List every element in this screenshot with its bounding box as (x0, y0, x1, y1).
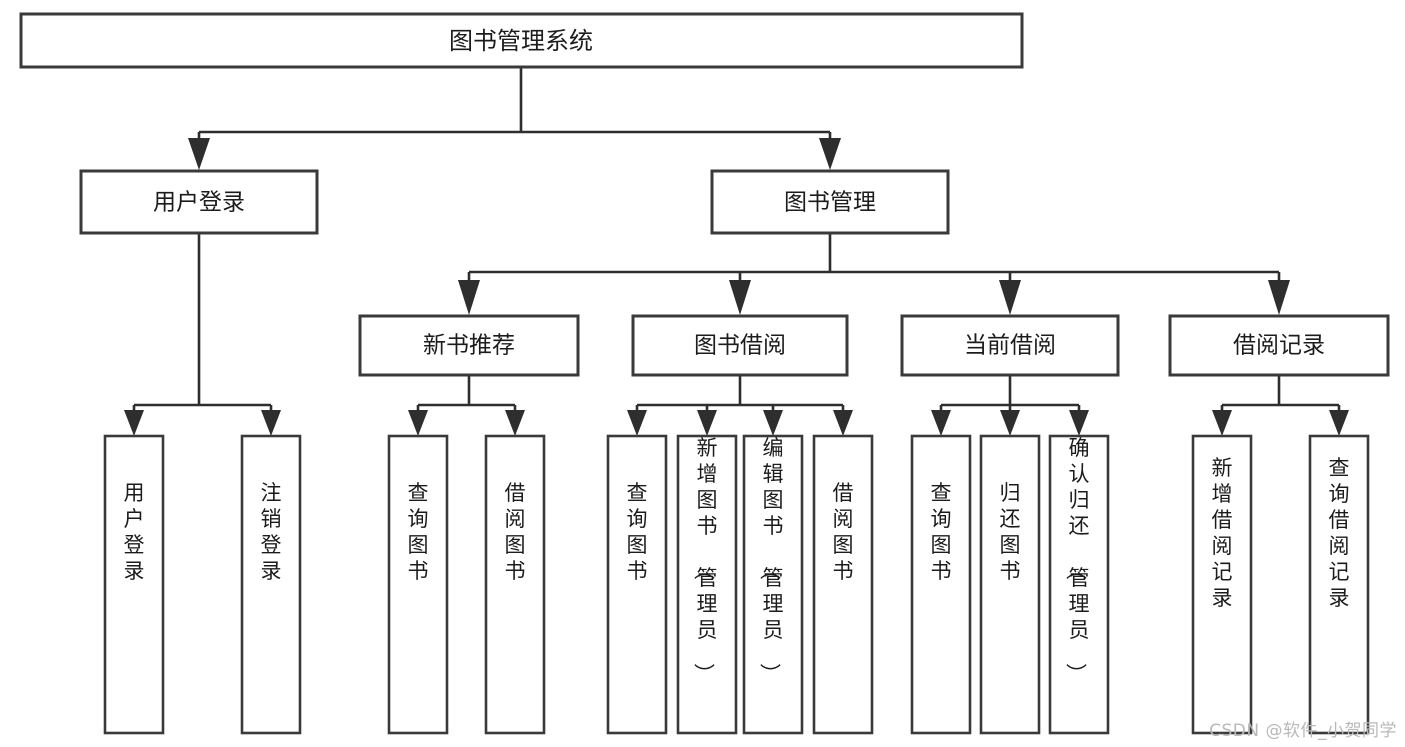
node-leaf-borrow-book-1-box[interactable] (484, 434, 546, 735)
arrow-to-leaf-query-book-3 (931, 410, 951, 436)
node-leaf-add-record[interactable]: 新增借阅记录 (1191, 434, 1253, 735)
node-leaf-borrow-book-2-label: 借阅图书 (833, 481, 854, 583)
node-leaf-query-record[interactable]: 查询借阅记录 (1308, 434, 1370, 735)
node-leaf-logout-login[interactable]: 注销登录 (240, 434, 302, 735)
arrow-to-leaf-edit-book (763, 410, 783, 436)
node-root-label: 图书管理系统 (449, 27, 593, 55)
node-leaf-user-login[interactable]: 用户登录 (103, 434, 165, 735)
node-leaf-query-book-3-box[interactable] (910, 434, 972, 735)
node-leaf-query-record-box[interactable] (1308, 434, 1370, 735)
node-new-book-recommend-label: 新书推荐 (423, 333, 515, 359)
arrow-to-user-login (188, 138, 210, 170)
node-leaf-edit-book[interactable]: 编辑图书（管理员） (742, 434, 804, 735)
node-leaf-confirm-return-label: 确认归还（管理员） (1064, 436, 1090, 684)
arrow-to-leaf-query-record (1329, 410, 1349, 436)
node-user-login[interactable]: 用户登录 (79, 169, 319, 235)
node-leaf-confirm-return-box[interactable] (1048, 434, 1110, 735)
node-leaf-borrow-book-2[interactable]: 借阅图书 (812, 434, 874, 735)
node-current-borrow-label: 当前借阅 (964, 333, 1056, 359)
node-leaf-return-book-label: 归还图书 (1000, 481, 1021, 583)
node-book-borrow-box[interactable] (631, 314, 849, 377)
node-leaf-add-book-box[interactable] (676, 434, 738, 735)
node-leaf-query-book-1[interactable]: 查询图书 (387, 434, 449, 735)
node-leaf-logout-login-label: 注销登录 (261, 481, 282, 583)
node-current-borrow-box[interactable] (900, 314, 1120, 377)
node-root-box[interactable] (19, 12, 1024, 69)
node-leaf-borrow-book-2-box[interactable] (812, 434, 874, 735)
node-leaf-query-book-2[interactable]: 查询图书 (606, 434, 668, 735)
node-borrow-record[interactable]: 借阅记录 (1168, 314, 1390, 377)
node-book-manage[interactable]: 图书管理 (710, 169, 950, 235)
node-leaf-add-record-label: 新增借阅记录 (1212, 456, 1233, 610)
arrow-to-leaf-confirm-return (1069, 410, 1089, 436)
node-borrow-record-label: 借阅记录 (1233, 333, 1325, 359)
node-leaf-user-login-label: 用户登录 (124, 481, 145, 583)
node-leaf-query-book-3-label: 查询图书 (931, 481, 952, 583)
arrow-to-leaf-return-book (1000, 410, 1020, 436)
node-leaf-edit-book-box[interactable] (742, 434, 804, 735)
node-book-borrow-label: 图书借阅 (694, 333, 786, 359)
node-leaf-borrow-book-1-label: 借阅图书 (505, 481, 526, 583)
node-leaf-logout-login-box[interactable] (240, 434, 302, 735)
node-leaf-borrow-book-1[interactable]: 借阅图书 (484, 434, 546, 735)
node-borrow-record-box[interactable] (1168, 314, 1390, 377)
node-user-login-box[interactable] (79, 169, 319, 235)
arrow-to-leaf-add-book (697, 410, 717, 436)
node-leaf-add-record-box[interactable] (1191, 434, 1253, 735)
arrow-to-leaf-add-record (1212, 410, 1232, 436)
arrow-to-book-manage (819, 138, 841, 170)
node-leaf-query-book-2-box[interactable] (606, 434, 668, 735)
node-leaf-user-login-box[interactable] (103, 434, 165, 735)
arrow-to-leaf-query-book-1 (408, 410, 428, 436)
arrow-to-new-book-recommend (458, 280, 480, 315)
node-book-borrow[interactable]: 图书借阅 (631, 314, 849, 377)
node-leaf-query-book-1-box[interactable] (387, 434, 449, 735)
node-leaf-return-book[interactable]: 归还图书 (979, 434, 1041, 735)
node-new-book-recommend[interactable]: 新书推荐 (358, 314, 580, 377)
node-leaf-return-book-box[interactable] (979, 434, 1041, 735)
arrow-to-leaf-user-login (124, 410, 144, 436)
node-leaf-query-book-2-label: 查询图书 (627, 481, 648, 583)
node-leaf-add-book[interactable]: 新增图书（管理员） (676, 434, 738, 735)
arrow-to-book-borrow (729, 280, 751, 315)
node-leaf-edit-book-label: 编辑图书（管理员） (758, 436, 784, 684)
node-book-manage-label: 图书管理 (784, 190, 876, 216)
node-leaf-query-book-1-label: 查询图书 (408, 481, 429, 583)
node-leaf-query-record-label: 查询借阅记录 (1329, 456, 1350, 610)
node-user-login-label: 用户登录 (153, 190, 245, 216)
node-book-manage-box[interactable] (710, 169, 950, 235)
arrow-to-leaf-logout-login (261, 410, 281, 436)
arrow-to-current-borrow (999, 280, 1021, 315)
node-root[interactable]: 图书管理系统 (19, 12, 1024, 69)
node-current-borrow[interactable]: 当前借阅 (900, 314, 1120, 377)
node-leaf-confirm-return[interactable]: 确认归还（管理员） (1048, 434, 1110, 735)
node-leaf-query-book-3[interactable]: 查询图书 (910, 434, 972, 735)
connector-layer (124, 68, 1349, 436)
arrow-to-leaf-query-book-2 (627, 410, 647, 436)
arrow-to-leaf-borrow-book-1 (505, 410, 525, 436)
arrow-to-leaf-borrow-book-2 (833, 410, 853, 436)
node-new-book-recommend-box[interactable] (358, 314, 580, 377)
node-leaf-add-book-label: 新增图书（管理员） (692, 436, 718, 684)
arrow-to-borrow-record (1268, 280, 1290, 315)
